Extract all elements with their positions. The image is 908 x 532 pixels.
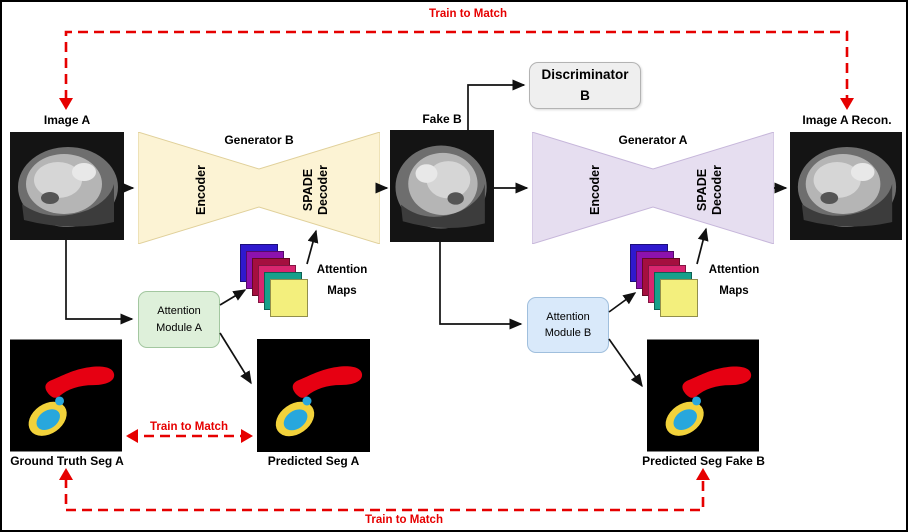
generator-b-decoder-label: SPADE Decoder	[301, 164, 330, 216]
generator-a-encoder-label: Encoder	[588, 165, 602, 216]
mri-image	[790, 132, 902, 240]
attention-map-square	[270, 279, 308, 317]
attention-module-b-label: Attention Module B	[544, 310, 592, 340]
mri-image	[390, 130, 494, 242]
train-to-match-top-label: Train to Match	[429, 8, 507, 20]
image-a-recon-label: Image A Recon.	[802, 113, 892, 127]
discriminator-b-box: Discriminator B	[529, 62, 641, 109]
image-a-thumbnail	[10, 132, 124, 240]
segmentation-image	[257, 339, 370, 452]
attention-maps-stack-b	[630, 244, 700, 319]
attention-module-a-label: Attention Module A	[156, 305, 202, 334]
image-a-label: Image A	[43, 113, 91, 127]
fake-b-label: Fake B	[422, 112, 462, 126]
generator-b-label: Generator B	[224, 133, 294, 147]
attention-maps-stack-a	[240, 244, 310, 319]
segmentation-image	[647, 339, 759, 452]
discriminator-b-label: Discriminator B	[541, 67, 629, 103]
attention-module-b-box: Attention Module B	[527, 297, 609, 353]
ground-truth-seg-a-label: Ground Truth Seg A	[10, 454, 124, 468]
generator-a-label: Generator A	[618, 133, 688, 147]
train-to-match-bottom-label: Train to Match	[365, 514, 443, 526]
attention-maps-b-label: Attention Maps	[708, 264, 760, 297]
attention-maps-a-label: Attention Maps	[316, 264, 368, 297]
predicted-seg-a-label: Predicted Seg A	[267, 454, 360, 468]
image-a-recon-thumbnail	[790, 132, 902, 240]
attention-map-square	[660, 279, 698, 317]
generator-a-decoder-label: SPADE Decoder	[695, 164, 724, 216]
generator-b-encoder-label: Encoder	[194, 165, 208, 216]
generator-a-shape	[531, 131, 775, 245]
predicted-seg-fake-b-label: Predicted Seg Fake B	[642, 454, 765, 468]
predicted-seg-fake-b-thumbnail	[647, 339, 759, 452]
segmentation-image	[10, 339, 122, 452]
ground-truth-seg-a-thumbnail	[10, 339, 122, 452]
mri-image	[10, 132, 124, 240]
fake-b-thumbnail	[390, 130, 494, 242]
train-to-match-mid-label: Train to Match	[150, 421, 228, 433]
predicted-seg-a-thumbnail	[257, 339, 370, 452]
generator-b-shape	[137, 131, 381, 245]
attention-module-a-box: Attention Module A	[138, 291, 220, 348]
